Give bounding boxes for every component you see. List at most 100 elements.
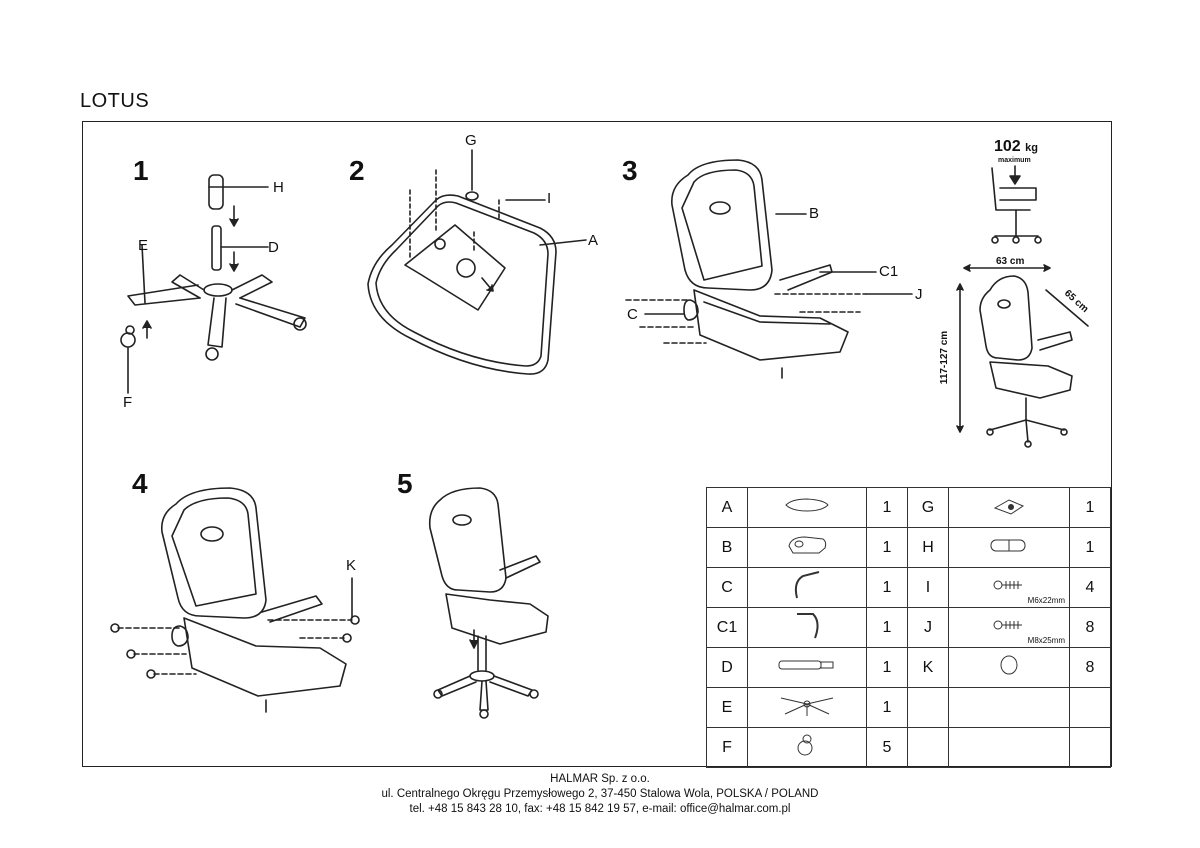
part-letter: I bbox=[907, 567, 949, 608]
label-b: B bbox=[809, 205, 820, 222]
part-quantity: 8 bbox=[1069, 647, 1111, 688]
part-letter: D bbox=[706, 647, 748, 688]
part-image: M6x22mm bbox=[948, 567, 1070, 608]
label-i: I bbox=[547, 190, 552, 207]
part-image: M8x25mm bbox=[948, 607, 1070, 648]
part-image bbox=[948, 527, 1070, 568]
part-letter: B bbox=[706, 527, 748, 568]
part-quantity: 4 bbox=[1069, 567, 1111, 608]
caster-icon bbox=[793, 734, 821, 762]
step-3-number: 3 bbox=[622, 155, 638, 186]
capacity-badge: 102 kg bbox=[994, 138, 1038, 156]
mechanism-icon bbox=[989, 499, 1029, 520]
part-image bbox=[747, 647, 867, 688]
part-quantity: 1 bbox=[1069, 527, 1111, 568]
part-letter: F bbox=[706, 727, 748, 768]
label-d: D bbox=[268, 239, 279, 256]
label-f: F bbox=[123, 394, 133, 411]
backrest-icon bbox=[785, 536, 829, 560]
part-quantity: 1 bbox=[866, 487, 908, 528]
part-size: M6x22mm bbox=[1027, 596, 1065, 605]
part-letter bbox=[907, 687, 949, 728]
step-5-illustration bbox=[428, 487, 549, 719]
part-letter bbox=[907, 727, 949, 768]
part-image bbox=[747, 487, 867, 528]
step-3-illustration bbox=[625, 159, 913, 379]
part-letter: E bbox=[706, 687, 748, 728]
part-letter: C bbox=[706, 567, 748, 608]
capacity-icon bbox=[991, 165, 1042, 244]
part-image bbox=[948, 727, 1070, 768]
step-4-number: 4 bbox=[132, 468, 148, 499]
armrest-right-icon bbox=[789, 613, 825, 646]
part-image bbox=[747, 567, 867, 608]
part-letter: A bbox=[706, 487, 748, 528]
step-5-number: 5 bbox=[397, 468, 413, 499]
part-quantity: 8 bbox=[1069, 607, 1111, 648]
part-quantity bbox=[1069, 727, 1111, 768]
seat-plate-icon bbox=[782, 498, 832, 518]
label-h: H bbox=[273, 179, 284, 196]
capacity-value: 102 bbox=[994, 138, 1021, 155]
part-size: M8x25mm bbox=[1027, 636, 1065, 645]
step-2-number: 2 bbox=[349, 155, 365, 186]
gas-lift-icon bbox=[775, 660, 839, 677]
part-image bbox=[747, 607, 867, 648]
base-icon bbox=[775, 697, 839, 722]
label-k: K bbox=[346, 557, 357, 574]
part-image bbox=[948, 687, 1070, 728]
part-letter: H bbox=[907, 527, 949, 568]
capacity-note: maximum bbox=[998, 157, 1031, 164]
footer-company: HALMAR Sp. z o.o. bbox=[550, 773, 650, 785]
part-quantity: 1 bbox=[1069, 487, 1111, 528]
part-quantity: 1 bbox=[866, 687, 908, 728]
part-quantity bbox=[1069, 687, 1111, 728]
label-c1: C1 bbox=[879, 263, 899, 280]
dimension-height: 117-127 cm bbox=[939, 330, 951, 385]
capacity-unit: kg bbox=[1025, 142, 1038, 154]
part-image bbox=[948, 647, 1070, 688]
footer: HALMAR Sp. z o.o. ul. Centralnego Okręgu… bbox=[0, 772, 1200, 817]
label-g: G bbox=[465, 132, 477, 149]
part-quantity: 1 bbox=[866, 647, 908, 688]
footer-address: ul. Centralnego Okręgu Przemysłowego 2, … bbox=[381, 788, 819, 800]
dimension-width: 63 cm bbox=[996, 256, 1025, 267]
part-quantity: 1 bbox=[866, 567, 908, 608]
document-title: LOTUS bbox=[80, 90, 150, 112]
part-quantity: 5 bbox=[866, 727, 908, 768]
step-2-illustration bbox=[367, 149, 587, 375]
part-quantity: 1 bbox=[866, 527, 908, 568]
armrest-left-icon bbox=[789, 571, 825, 606]
label-j: J bbox=[915, 286, 923, 303]
cap-icon bbox=[997, 655, 1021, 681]
footer-contact: tel. +48 15 843 28 10, fax: +48 15 842 1… bbox=[409, 803, 791, 815]
dimension-illustration bbox=[956, 264, 1089, 448]
step-1-number: 1 bbox=[133, 155, 149, 186]
part-quantity: 1 bbox=[866, 607, 908, 648]
part-letter: C1 bbox=[706, 607, 748, 648]
screw-icon bbox=[992, 580, 1026, 597]
part-letter: J bbox=[907, 607, 949, 648]
part-letter: K bbox=[907, 647, 949, 688]
part-image bbox=[747, 527, 867, 568]
instruction-frame bbox=[82, 121, 1112, 767]
label-e: E bbox=[138, 237, 149, 254]
part-image bbox=[747, 727, 867, 768]
step-1-illustration bbox=[120, 174, 307, 394]
part-image bbox=[747, 687, 867, 728]
label-c: C bbox=[627, 306, 638, 323]
label-a: A bbox=[588, 232, 599, 249]
step-4-illustration bbox=[110, 487, 360, 713]
part-image bbox=[948, 487, 1070, 528]
cover-icon bbox=[987, 539, 1031, 558]
part-letter: G bbox=[907, 487, 949, 528]
